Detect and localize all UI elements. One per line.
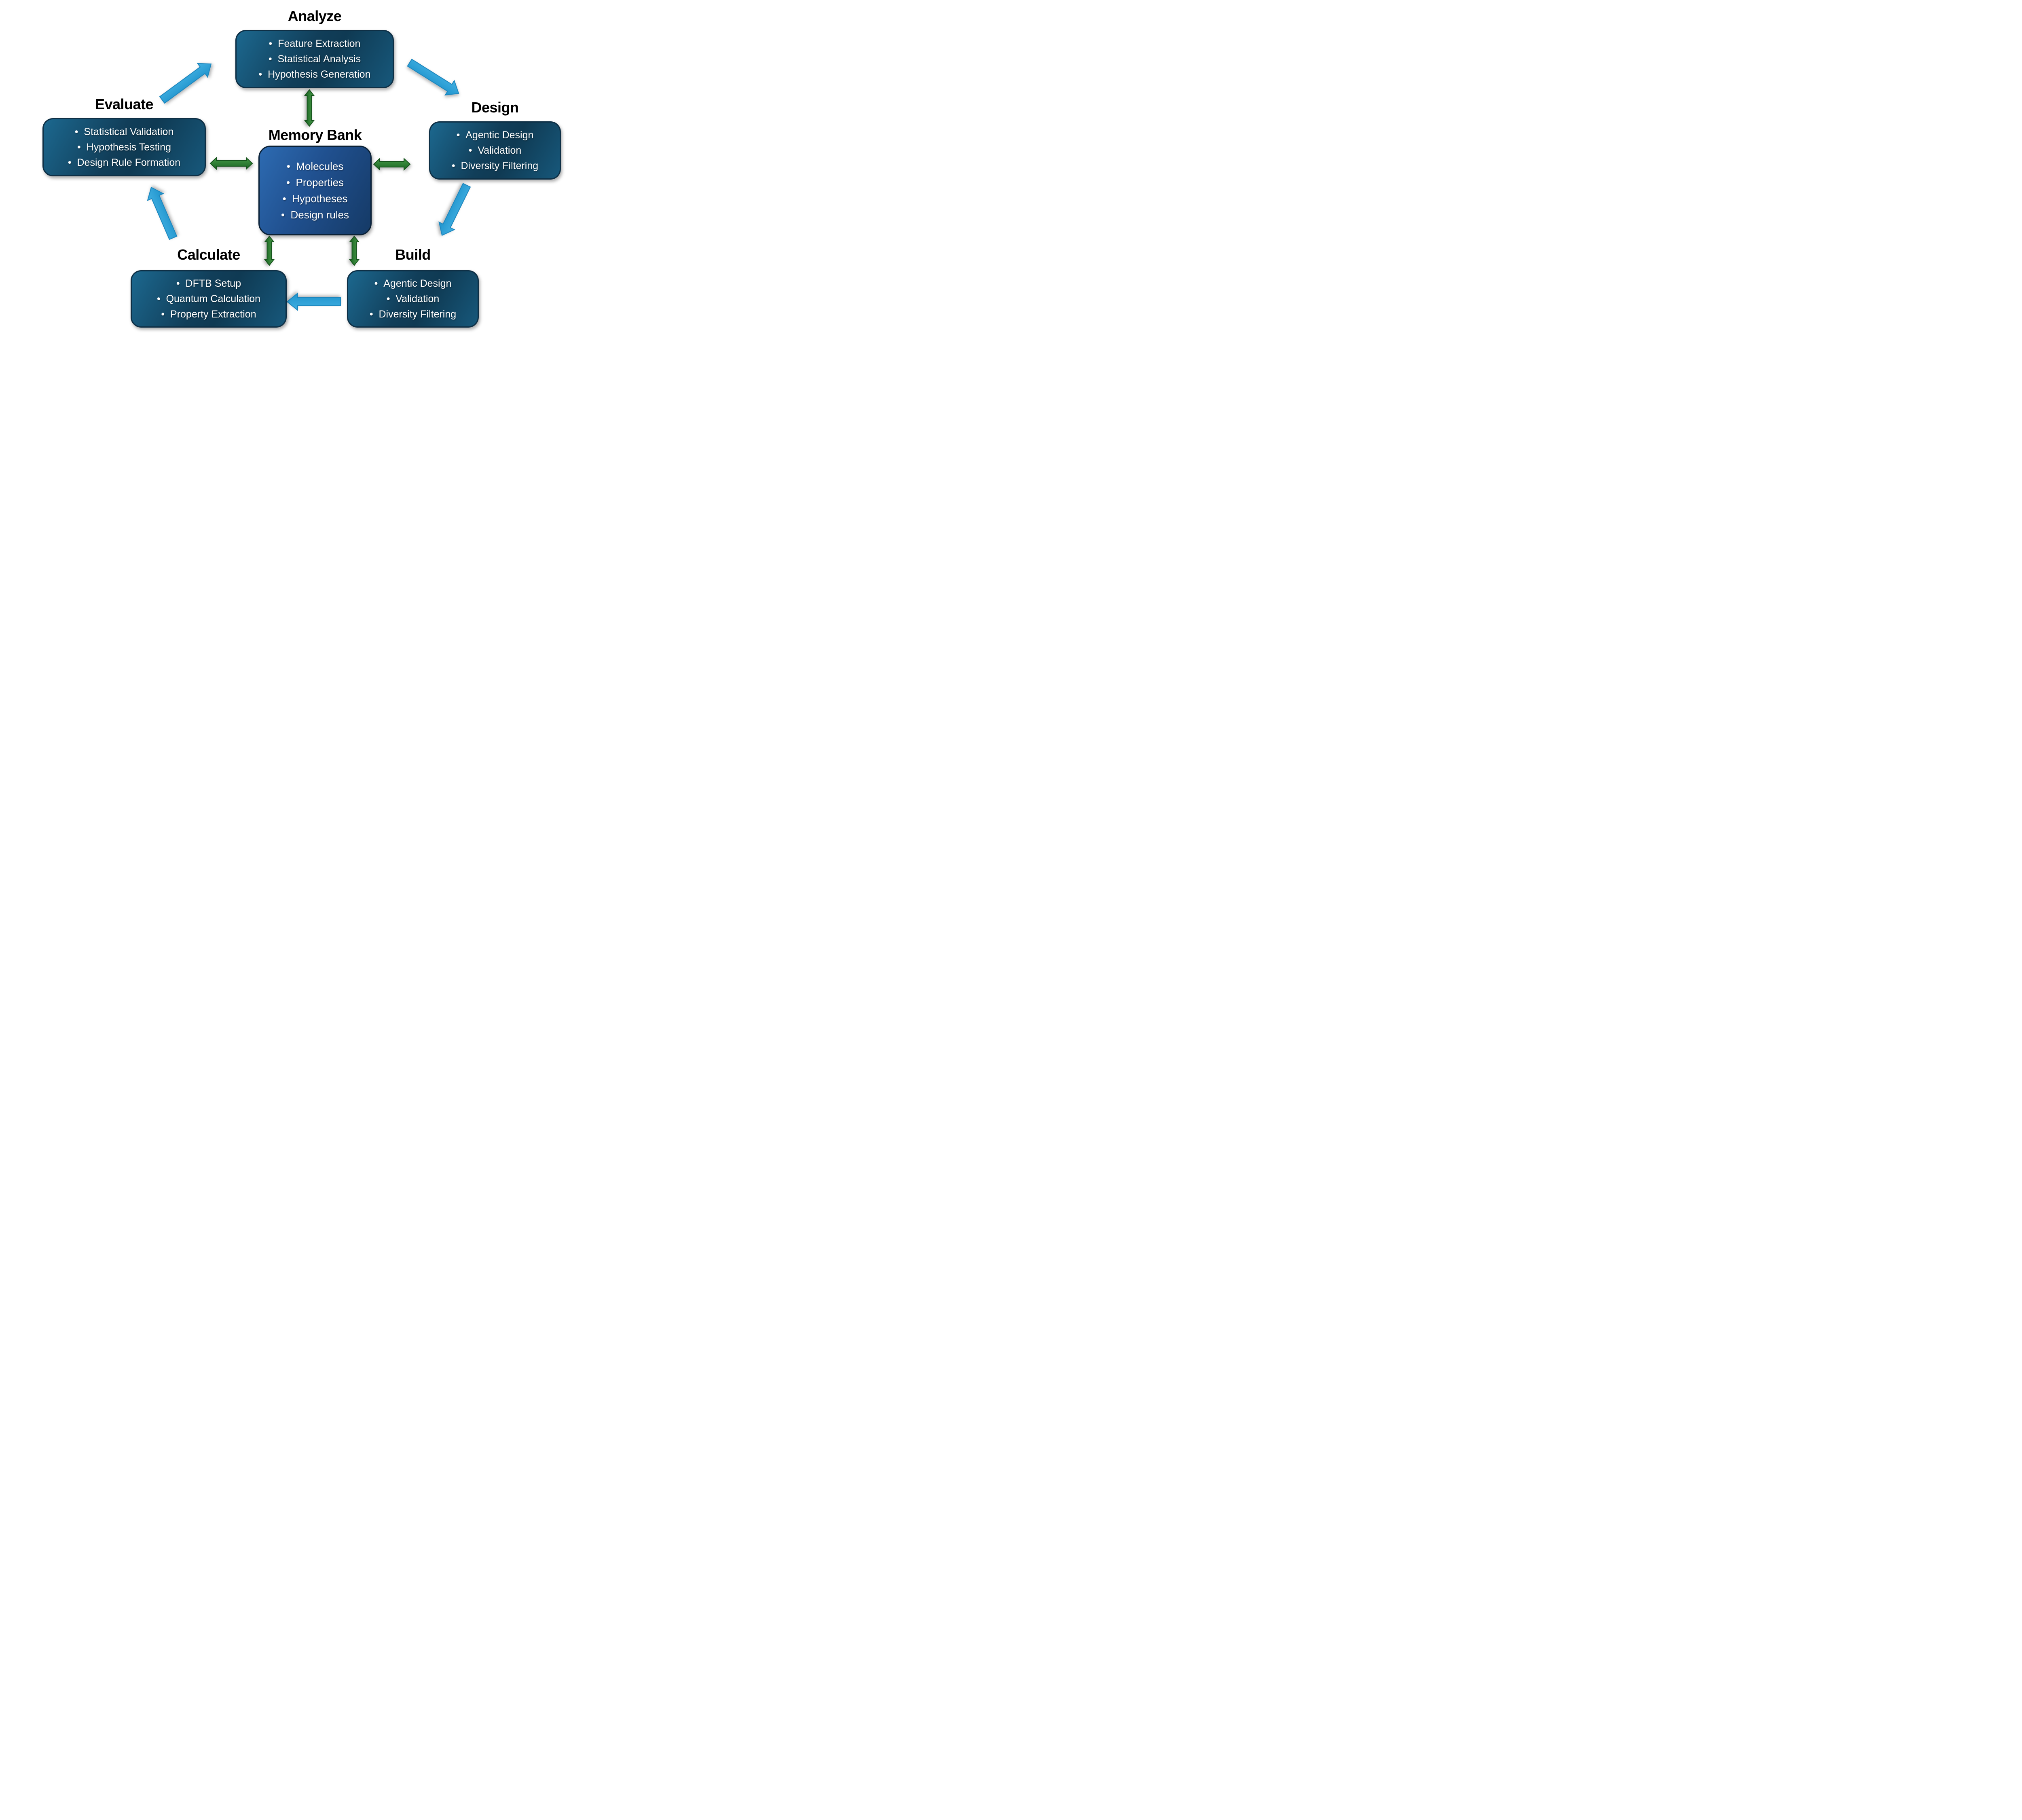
node-title-memory-bank: Memory Bank (268, 127, 362, 143)
memory-arrow-calculate (264, 235, 275, 266)
memory-arrow-evaluate (209, 157, 253, 170)
node-box-evaluate: Statistical Validation Hypothesis Testin… (42, 118, 206, 176)
memory-arrow-analyze (304, 89, 315, 127)
list-item: Validation (352, 291, 474, 307)
node-title-analyze: Analyze (288, 8, 342, 24)
list-item: Agentic Design (434, 127, 556, 143)
node-box-calculate: DFTB Setup Quantum Calculation Property … (131, 270, 287, 328)
analyze-item-list: Feature Extraction Statistical Analysis … (237, 36, 393, 82)
list-item: Hypotheses (264, 190, 366, 207)
cycle-arrow-analyze-to-design (407, 59, 459, 96)
cycle-arrow-build-to-calculate (286, 292, 341, 311)
list-item: Properties (264, 174, 366, 190)
list-item: Hypothesis Generation (241, 67, 389, 82)
list-item: Feature Extraction (241, 36, 389, 51)
cycle-arrow-calculate-to-evaluate (147, 186, 178, 240)
list-item: Agentic Design (352, 276, 474, 291)
cycle-arrow-evaluate-to-analyze (159, 63, 212, 104)
list-item: Statistical Analysis (241, 51, 389, 67)
diagram-canvas: Analyze Feature Extraction Statistical A… (0, 0, 647, 364)
evaluate-item-list: Statistical Validation Hypothesis Testin… (44, 124, 205, 170)
memory-arrow-build (349, 235, 360, 266)
list-item: Property Extraction (136, 307, 281, 322)
list-item: Statistical Validation (48, 124, 201, 140)
node-title-evaluate: Evaluate (95, 96, 154, 112)
list-item: Diversity Filtering (352, 307, 474, 322)
design-item-list: Agentic Design Validation Diversity Filt… (430, 127, 560, 174)
list-item: Design Rule Formation (48, 155, 201, 170)
calculate-item-list: DFTB Setup Quantum Calculation Property … (132, 276, 286, 322)
memory-item-list: Molecules Properties Hypotheses Design r… (260, 158, 370, 223)
list-item: Design rules (264, 207, 366, 223)
node-box-memory-bank: Molecules Properties Hypotheses Design r… (258, 146, 372, 235)
list-item: Quantum Calculation (136, 291, 281, 307)
list-item: Hypothesis Testing (48, 140, 201, 155)
arrow-layer (147, 59, 471, 311)
build-item-list: Agentic Design Validation Diversity Filt… (348, 276, 478, 322)
list-item: DFTB Setup (136, 276, 281, 291)
node-box-design: Agentic Design Validation Diversity Filt… (429, 121, 561, 180)
node-title-design: Design (471, 99, 519, 116)
node-title-calculate: Calculate (177, 246, 240, 263)
node-box-build: Agentic Design Validation Diversity Filt… (347, 270, 479, 328)
list-item: Diversity Filtering (434, 158, 556, 174)
list-item: Validation (434, 143, 556, 158)
memory-arrow-design (373, 157, 411, 171)
cycle-arrow-design-to-build (438, 183, 471, 236)
node-box-analyze: Feature Extraction Statistical Analysis … (235, 30, 394, 88)
list-item: Molecules (264, 158, 366, 174)
node-title-build: Build (395, 246, 431, 263)
